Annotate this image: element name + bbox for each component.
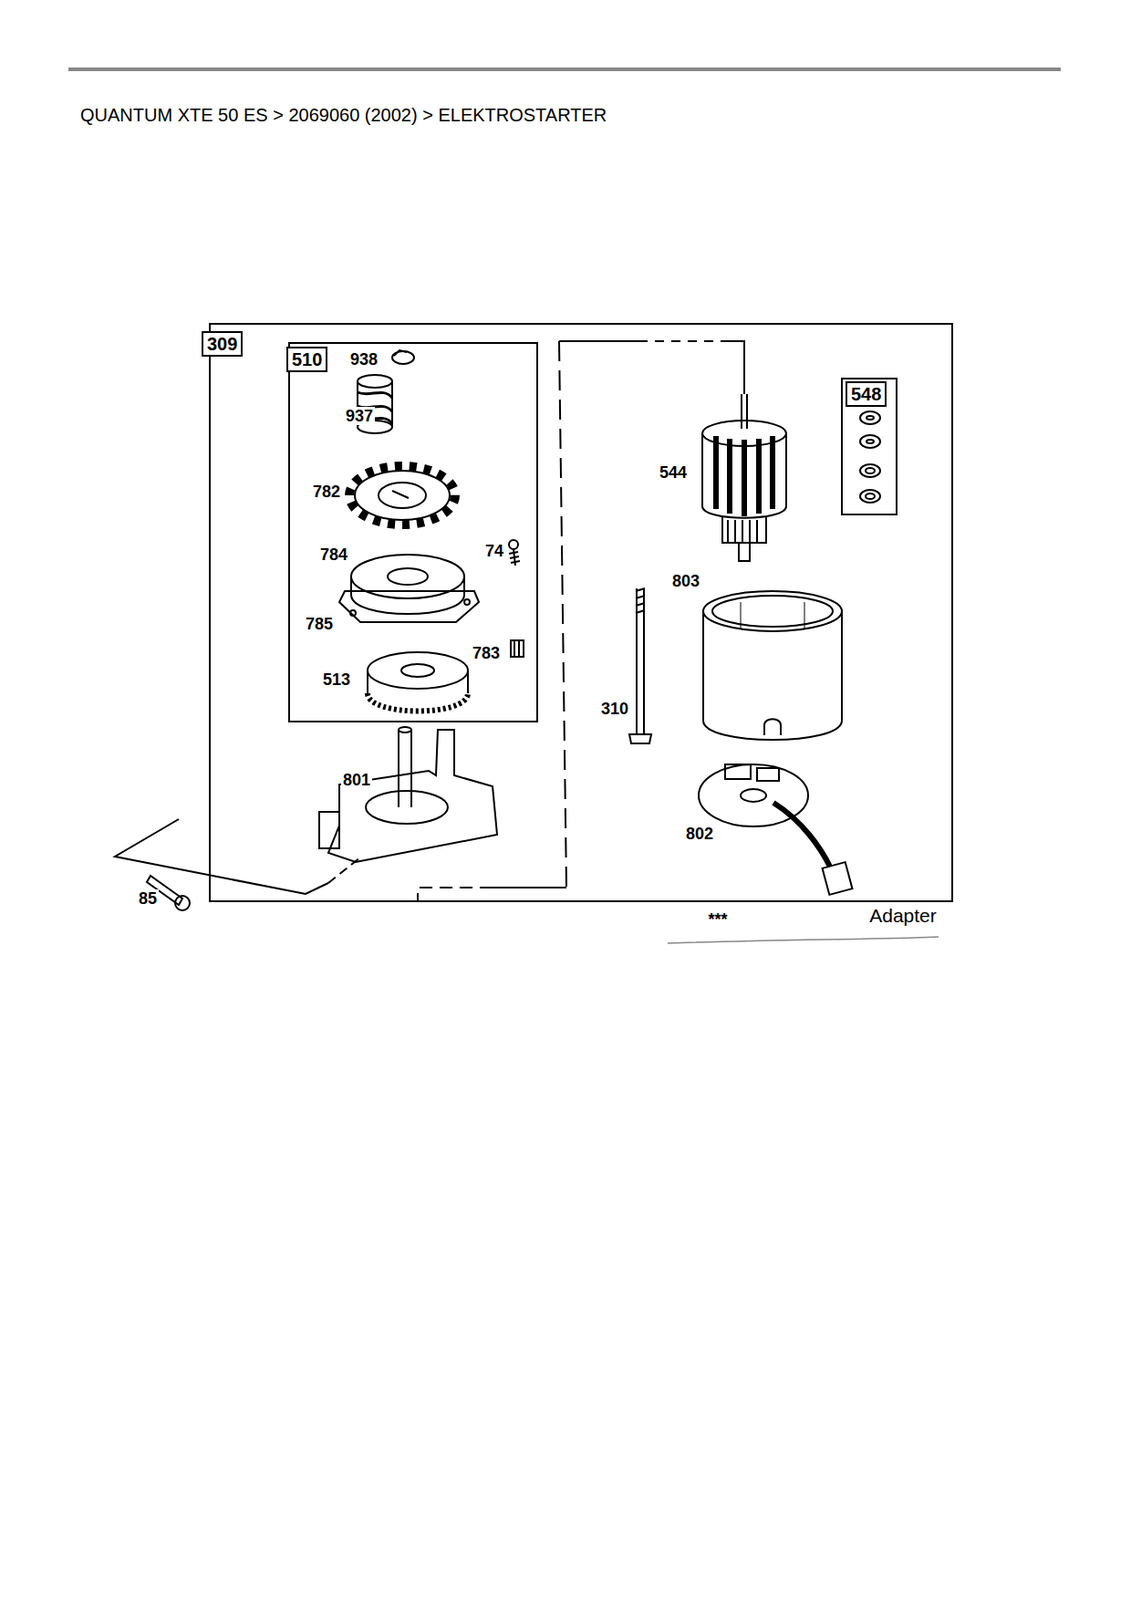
callout-number: 938 (348, 350, 380, 369)
callout-number: 544 (657, 463, 689, 482)
group-number: 510 (286, 346, 328, 373)
page-title: QUANTUM XTE 50 ES > 2069060 (2002) > ELE… (80, 103, 607, 126)
callout-number: 803 (670, 571, 702, 591)
callout-number: 801 (341, 770, 373, 789)
callout-number: 74 (483, 541, 506, 561)
callout-number: 785 (303, 614, 335, 633)
callout-number: 784 (318, 545, 350, 564)
callout-number: 802 (684, 824, 716, 843)
callout-number: 783 (470, 643, 502, 663)
note-text: *** (705, 910, 729, 929)
callout-number: 782 (311, 482, 343, 501)
callout-number: 85 (136, 889, 159, 908)
callout-number: 513 (321, 670, 353, 689)
group-box: 309510548 (208, 322, 954, 903)
group-number: 548 (845, 381, 887, 407)
group-number: 309 (201, 331, 243, 357)
group-box: 510 (288, 342, 539, 723)
callout-number: 937 (343, 406, 375, 426)
callout-number: 310 (599, 699, 631, 718)
note-text: Adapter (867, 906, 939, 925)
group-box: 548 (840, 377, 898, 516)
